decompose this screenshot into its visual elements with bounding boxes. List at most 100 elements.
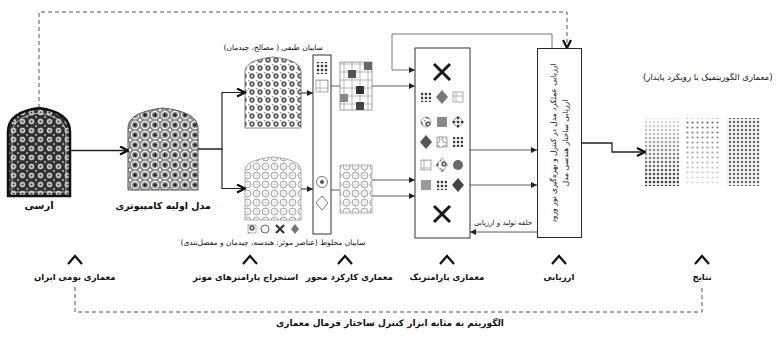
flow-arrows [470, 185, 537, 186]
node-caption: ارسی [25, 200, 54, 212]
spectral-shade-picture [245, 57, 301, 128]
parametric-box [452, 116, 464, 128]
functional-box [316, 80, 328, 92]
flow-arrows [301, 93, 313, 94]
flow-arrows [301, 189, 313, 190]
flow-arrows [470, 150, 537, 151]
functional-box [313, 55, 331, 234]
parametric-box [420, 135, 432, 149]
evaluation-box: ارزیابی عملکرد مدل در کنترل و بهره‌گیری … [537, 48, 582, 238]
box-text: ارزیابی ساختار هندسی مدل [561, 55, 571, 231]
flow-arrows [331, 190, 340, 191]
result-patterns [727, 118, 760, 186]
results-node: (معماری الگوریتمیک با رویکرد پایدار) [645, 118, 760, 186]
grid-pictures [356, 102, 364, 110]
parametric-box [453, 137, 463, 147]
parametric-box [415, 48, 470, 238]
functional-box [320, 180, 324, 184]
flow-arrows [372, 86, 415, 87]
element-icons [291, 224, 299, 234]
parametric-box [437, 117, 447, 127]
stage-label: معماری پارامتریک [409, 272, 486, 282]
note-label: حلقه تولید و ارزیابی [473, 219, 533, 227]
flow-arrows [470, 232, 537, 233]
parametric-box [437, 137, 447, 147]
label-slot: معماری بومی ایران [33, 272, 117, 282]
node-caption: مدل اولیه کامپیوتری [116, 200, 211, 211]
parametric-box [453, 160, 463, 170]
algorithm-loop-line [75, 287, 702, 312]
computer-model-node: مدل اولیه کامپیوتری [128, 108, 198, 190]
grid-pictures [340, 62, 372, 110]
stage-pointer-chevrons [68, 256, 82, 264]
label-slot: الگوریتم به مثابه ابزار کنترل ساختار فرم… [275, 318, 505, 329]
computer-model-picture [128, 108, 198, 190]
element-icons [248, 224, 299, 234]
label-slot: معماری کارکرد محور [305, 272, 394, 282]
rotated-text-frame: ارزیابی عملکرد مدل در کنترل و بهره‌گیری … [547, 55, 573, 231]
algorithm-loop-line [75, 287, 702, 312]
node-caption: (معماری الگوریتمیک با رویکرد پایدار) [643, 72, 772, 82]
split-arrow [198, 149, 245, 189]
label-slot: ارزیابی [543, 272, 576, 282]
orosi-window-picture [8, 108, 70, 196]
orosi-window-picture [8, 108, 70, 196]
element-icons [261, 225, 269, 233]
dashed-feedback-line [39, 12, 567, 108]
element-icons [248, 225, 256, 233]
stage-pointer-chevrons [243, 256, 257, 264]
parametric-box [421, 92, 431, 102]
mixed-shade-picture [245, 157, 301, 220]
parametric-box [453, 92, 463, 102]
computer-model-picture [128, 108, 198, 190]
spectral-shade-node: سایبان طیفی ( مصالح، چیدمان) [245, 57, 301, 128]
functional-box [316, 196, 328, 210]
note-label: الگوریتم به مثابه ابزار کنترل ساختار فرم… [275, 318, 505, 329]
stage-pointer-chevrons [338, 256, 352, 264]
grid-pictures [348, 70, 356, 78]
stage-label: معماری بومی ایران [33, 272, 117, 282]
label-slot: حلقه تولید و ارزیابی [473, 219, 533, 227]
result-patterns [645, 118, 760, 186]
parametric-box [434, 206, 450, 222]
flow-arrow [70, 150, 128, 152]
parametric-box [421, 180, 431, 190]
parametric-box [436, 90, 448, 104]
grid-pictures [340, 62, 372, 213]
functional-box [313, 55, 331, 234]
box-text: ارزیابی عملکرد مدل در کنترل و بهره‌گیری … [549, 55, 559, 231]
stage-label: نتایج [692, 272, 713, 282]
result-arrow [582, 143, 645, 152]
mixed-shade-node: سایبان مخلوط (عناصر موثر: هندسه، چیدمان … [245, 157, 301, 220]
parametric-box [421, 117, 431, 127]
stage-label: ارزیابی [543, 272, 576, 282]
label-slot: معماری پارامتریک [409, 272, 486, 282]
result-patterns [645, 118, 679, 186]
label-slot: استخراج پارامترهای موثر [192, 272, 299, 282]
grid-pictures [356, 86, 364, 94]
spectral-shade-picture [245, 57, 301, 128]
node-caption: سایبان مخلوط (عناصر موثر: هندسه، چیدمان … [181, 238, 366, 247]
stage-pointer-chevrons [440, 256, 454, 264]
node-caption: سایبان طیفی ( مصالح، چیدمان) [224, 43, 323, 52]
flow-arrows [331, 86, 340, 87]
orosi-image-node: ارسی [8, 108, 70, 196]
parametric-box [452, 178, 464, 192]
grid-pictures [340, 94, 348, 102]
stage-pointer-chevrons [68, 256, 709, 264]
stage-label: معماری کارکرد محور [305, 272, 394, 282]
element-icons [276, 225, 284, 233]
split-arrow [198, 93, 245, 150]
stage-pointer-chevrons [552, 256, 566, 264]
flow-arrows [372, 180, 415, 181]
parametric-box [434, 64, 450, 80]
parametric-box [415, 48, 470, 238]
mixed-shade-picture [245, 157, 301, 220]
stage-pointer-chevrons [695, 256, 709, 264]
grid-pictures [340, 165, 372, 213]
flow-arrows [372, 196, 415, 197]
parametric-box [421, 160, 431, 170]
